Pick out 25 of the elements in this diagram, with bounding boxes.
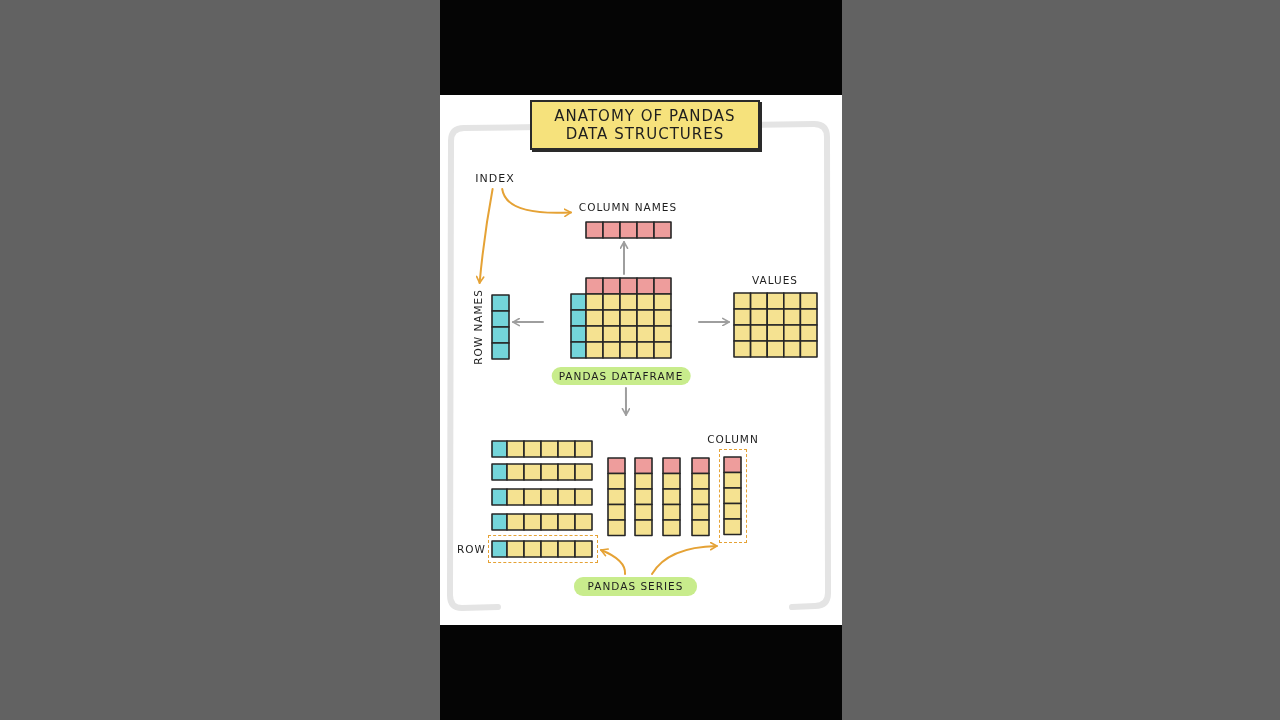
arrow [621, 387, 631, 416]
arrow [619, 241, 629, 275]
heading-label: COLUMN NAMES [578, 201, 678, 214]
cell-row-drawing [491, 440, 593, 458]
arrow [475, 188, 494, 284]
highlighted-caption: PANDAS DATAFRAME [551, 367, 691, 385]
heading-label: COLUMN [707, 433, 759, 446]
heading-label: VALUES [752, 274, 798, 287]
cell-column-drawing [607, 457, 626, 537]
index-label: INDEX [471, 172, 519, 186]
arrow [698, 317, 730, 327]
heading-label: ROW NAMES [472, 289, 485, 365]
highlighted-caption: PANDAS SERIES [574, 577, 697, 596]
arrow [651, 541, 718, 575]
cell-row-drawing [491, 513, 593, 531]
cell-row-drawing [491, 488, 593, 506]
arrow [512, 317, 544, 327]
cell-column-drawing [691, 457, 710, 537]
cell-column-drawing [662, 457, 681, 537]
arrow [501, 188, 572, 218]
cell-column-drawing [634, 457, 653, 537]
cell-row-drawing [491, 463, 593, 481]
title-banner: ANATOMY OF PANDAS DATA STRUCTURES [530, 100, 760, 150]
arrow [600, 548, 627, 575]
side-label: ROW [457, 542, 486, 556]
